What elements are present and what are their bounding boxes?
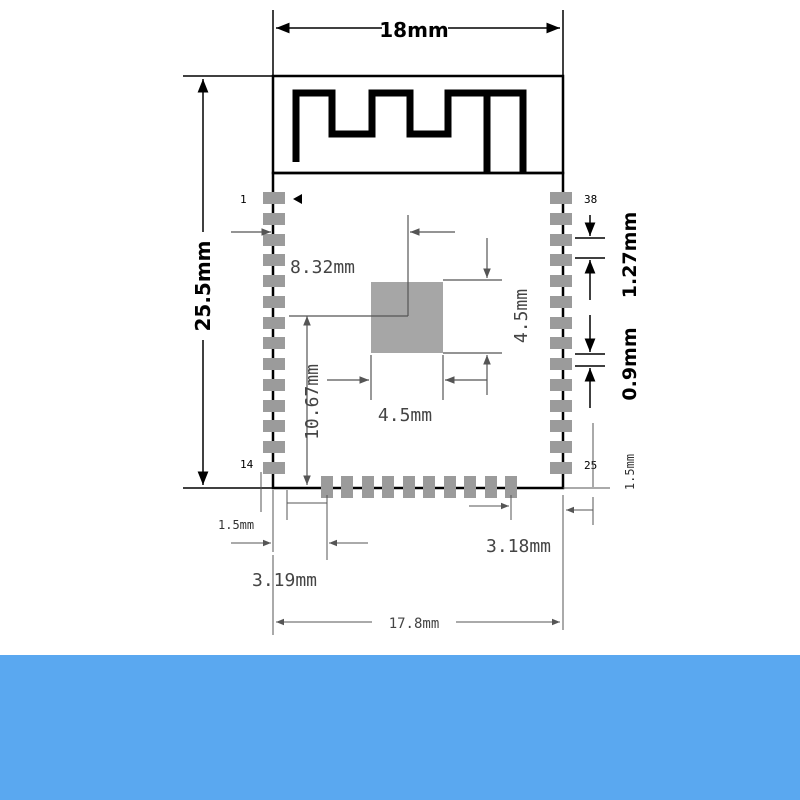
pad [263, 379, 285, 391]
dim-pad-width: 0.9mm [575, 315, 641, 408]
dim-pitch-label: 1.27mm [619, 212, 641, 298]
left-pad-row [263, 192, 285, 474]
pad [505, 476, 517, 498]
module-outline [271, 74, 565, 490]
pad [550, 317, 572, 329]
dim-pad-width-label: 0.9mm [619, 327, 641, 400]
pad [550, 296, 572, 308]
dim-thermal-width-label: 4.5mm [378, 405, 432, 426]
bottom-pad-row [321, 476, 517, 498]
pad [444, 476, 456, 498]
pad [263, 192, 285, 204]
pad [550, 192, 572, 204]
pad [550, 462, 572, 474]
dim-pad-offset-left-label: 1.5mm [218, 518, 254, 532]
dim-width-top-label: 18mm [379, 18, 449, 42]
thermal-pad [371, 282, 443, 353]
pad [362, 476, 374, 498]
dim-bottom-right-gap: 3.18mm [469, 495, 564, 630]
pad [550, 234, 572, 246]
dim-width-bottom: 17.8mm [272, 555, 560, 635]
module-footprint-diagram: 1 14 38 25 18mm 25.5mm 1.27mm 0.9mm [183, 10, 641, 635]
pin1-marker-icon [293, 194, 302, 204]
right-pad-row [550, 192, 572, 474]
dim-pad-offset-right-label: 1.5mm [623, 454, 637, 490]
dim-thermal-width: 4.5mm [327, 355, 487, 426]
dim-bottom-left-gap-label: 3.19mm [252, 570, 317, 591]
pin-label-1: 1 [240, 193, 247, 206]
pad [403, 476, 415, 498]
pad [321, 476, 333, 498]
pad [263, 234, 285, 246]
dim-width-top: 18mm [272, 10, 564, 76]
dim-pad-offset-left: 1.5mm [218, 472, 274, 552]
dim-thermal-y-label: 10.67mm [302, 364, 323, 440]
dim-thermal-y: 10.67mm [302, 316, 323, 485]
bottom-color-band [0, 655, 800, 800]
dim-thermal-height: 4.5mm [443, 238, 532, 395]
dim-height-left-label: 25.5mm [191, 240, 215, 331]
dim-pitch: 1.27mm [575, 212, 641, 300]
pad [550, 275, 572, 287]
dim-width-bottom-label: 17.8mm [389, 616, 440, 632]
dim-height-left: 25.5mm [183, 75, 273, 489]
pad [263, 296, 285, 308]
pad [485, 476, 497, 498]
dim-thermal-x-label: 8.32mm [290, 257, 355, 278]
dim-bottom-right-gap-label: 3.18mm [486, 536, 551, 557]
pad [263, 213, 285, 225]
dim-bottom-left-gap: 3.19mm [252, 490, 368, 591]
pad [382, 476, 394, 498]
pad [263, 358, 285, 370]
pad [550, 358, 572, 370]
pad [263, 275, 285, 287]
pad [263, 400, 285, 412]
pad [263, 337, 285, 349]
antenna-trace [292, 89, 527, 172]
module-body [271, 171, 565, 490]
dim-thermal-height-label: 4.5mm [511, 289, 532, 343]
pad [263, 462, 285, 474]
pad [263, 420, 285, 432]
pin-label-38: 38 [584, 193, 597, 206]
pad [550, 400, 572, 412]
pad [550, 441, 572, 453]
pad [341, 476, 353, 498]
pad [550, 254, 572, 266]
pad [464, 476, 476, 498]
pad [550, 213, 572, 225]
pad [550, 379, 572, 391]
pad [263, 441, 285, 453]
pad [263, 254, 285, 266]
pad [550, 420, 572, 432]
pin-label-25: 25 [584, 459, 597, 472]
pad [550, 337, 572, 349]
dim-pad-offset-right: 1.5mm [563, 423, 637, 525]
pin-label-14: 14 [240, 458, 254, 471]
pad [423, 476, 435, 498]
pad [263, 317, 285, 329]
